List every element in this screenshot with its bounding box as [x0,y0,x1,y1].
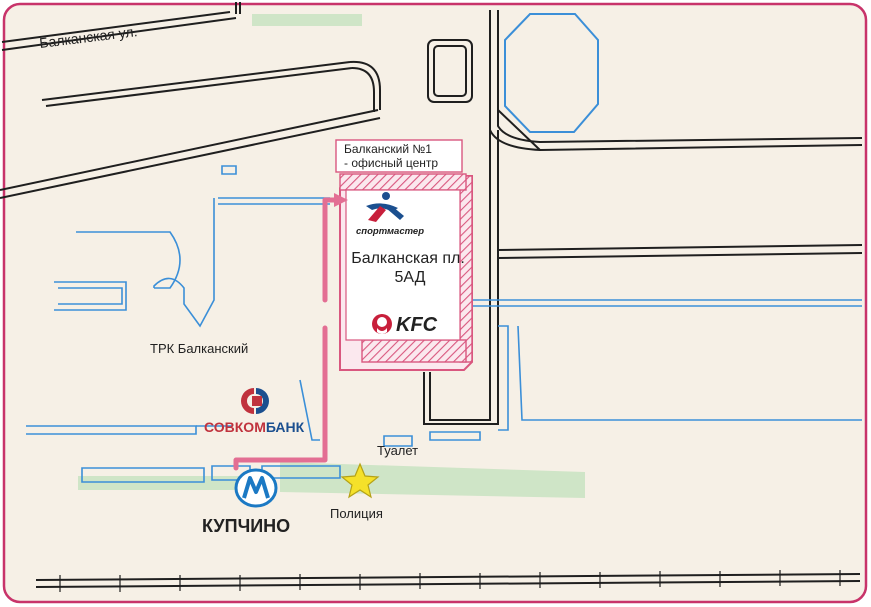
walking-route [233,197,339,471]
sovcombank-text: СОВКОМБАНК [204,419,305,435]
mall-label: ТРК Балканский [150,341,248,356]
sportmaster-logo: спортмастер [356,192,424,237]
metro-label: КУПЧИНО [202,516,290,536]
address-label-line2: 5АД [395,269,426,286]
roads [0,2,863,425]
office-label-line2: - офисный центр [344,156,438,170]
star-icon [340,462,380,499]
toilet-label: Туалет [377,443,418,458]
railway [35,570,861,592]
police-label: Полиция [330,506,383,521]
route-arrowhead [334,193,348,207]
address-label-line1: Балканская пл. [351,250,465,267]
sovcombank-logo: СОВКОМБАНК [204,388,305,435]
sportmaster-text: спортмастер [356,226,424,237]
metro-icon [234,468,278,508]
kfc-logo: KFC [372,314,438,336]
kfc-text: KFC [396,314,438,336]
footpaths [26,165,862,483]
roundabout [504,13,599,133]
office-label-line1: Балканский №1 [344,142,432,156]
